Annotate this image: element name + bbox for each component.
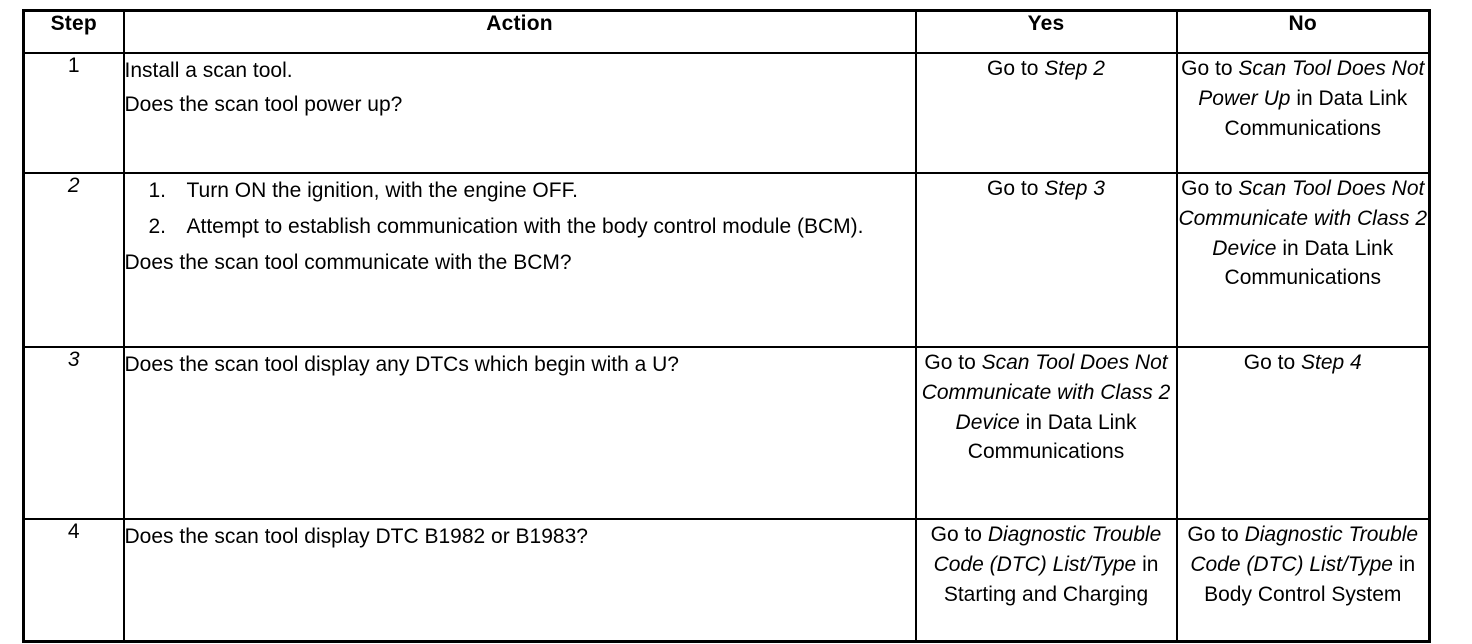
yes-answer-cell: Go to Step 3 [914,172,1178,348]
action-cell: Install a scan tool. Does the scan tool p… [122,52,917,174]
step-number: 2 [67,174,80,197]
answer-text-segment: Go to [924,351,982,374]
action-list-marker: 2. [148,215,167,239]
column-header-action: Action [122,9,917,54]
action-list-item: 1. Turn ON the ignition, with the engine … [125,174,915,208]
action-list-marker: 1. [148,179,167,202]
cross-reference-title: Scan Tool Does Not Communicate with Clas… [921,351,1171,434]
table-row: 2 1. Turn ON the ignition, with the engine… [22,172,1431,348]
yes-answer-cell: Go to Scan Tool Does Not Communicate wit… [914,346,1178,520]
step-number-cell: 1 [22,52,125,174]
table-header-row: Step Action Yes No [22,9,1431,54]
no-answer-cell: Go to Scan Tool Does Not Power Up in Dat… [1175,52,1431,174]
step-number-cell: 4 [22,518,125,643]
step-number-cell: 2 [22,172,125,348]
answer-text-segment: in Data Link Communications [1224,86,1408,140]
action-line: Does the scan tool display any DTCs whic… [124,353,679,376]
table-row: 3 Does the scan tool display any DTCs whi… [22,346,1431,520]
table-header: Step Action Yes No [22,9,1431,54]
answer-text-segment: Go to [987,177,1045,200]
action-step-list: 1. Turn ON the ignition, with the engine … [125,174,915,244]
answer-text-segment: Go to [930,523,988,546]
action-cell: Does the scan tool display DTC B1982 or … [122,518,917,643]
answer-text-segment: in Body Control System [1204,552,1416,606]
step-number-cell: 3 [22,346,125,520]
cross-reference-title: Diagnostic Trouble Code (DTC) List/Type [933,523,1162,576]
cross-reference-title: Scan Tool Does Not Communicate with Clas… [1178,177,1428,260]
action-line: Does the scan tool power up? [124,93,403,117]
diagnostic-table: Step Action Yes No 1 Install a scan tool.… [22,9,1431,643]
answer-text-segment: in Data Link Communications [967,410,1137,464]
action-cell: 1. Turn ON the ignition, with the engine … [122,172,917,348]
yes-answer-cell: Go to Step 2 [914,52,1178,174]
cross-reference-title: Step 3 [1044,177,1105,200]
column-header-step: Step [22,9,125,54]
cross-reference-title: Step 4 [1300,351,1362,374]
action-question: Does the scan tool communicate with the … [124,251,572,275]
step-number: 4 [67,520,80,543]
step-number: 3 [67,348,80,371]
action-line: Install a scan tool. [124,59,293,82]
no-answer-cell: Go to Scan Tool Does Not Communicate wit… [1175,172,1431,348]
action-cell: Does the scan tool display any DTCs whic… [122,346,917,520]
answer-text-segment: Go to [1181,177,1239,200]
column-header-yes: Yes [914,9,1178,54]
step-number: 1 [67,54,80,77]
action-list-item: 2. Attempt to establish communication wit… [125,210,915,244]
action-line: Does the scan tool display DTC B1982 or … [124,525,588,548]
answer-text-segment: Go to [1243,351,1301,374]
table-row: 4 Does the scan tool display DTC B1982 or… [22,518,1431,643]
cross-reference-title: Step 2 [1044,57,1105,80]
table-body: 1 Install a scan tool. Does the scan tool … [22,52,1431,643]
column-header-no: No [1175,9,1431,54]
cross-reference-title: Diagnostic Trouble Code (DTC) List/Type [1190,523,1419,576]
answer-text-segment: in Starting and Charging [943,552,1159,606]
table-row: 1 Install a scan tool. Does the scan tool … [22,52,1431,174]
no-answer-cell: Go to Diagnostic Trouble Code (DTC) List… [1175,518,1431,643]
answer-text-segment: in Data Link Communications [1224,236,1394,290]
answer-text-segment: Go to [1187,523,1245,546]
yes-answer-cell: Go to Diagnostic Trouble Code (DTC) List… [914,518,1178,643]
answer-text-segment: Go to [987,57,1045,80]
action-list-text: Turn ON the ignition, with the engine OF… [186,179,578,202]
action-list-text: Attempt to establish communication with … [186,215,864,239]
no-answer-cell: Go to Step 4 [1175,346,1431,520]
answer-text-segment: Go to [1181,57,1239,80]
cross-reference-title: Scan Tool Does Not Power Up [1198,57,1425,110]
